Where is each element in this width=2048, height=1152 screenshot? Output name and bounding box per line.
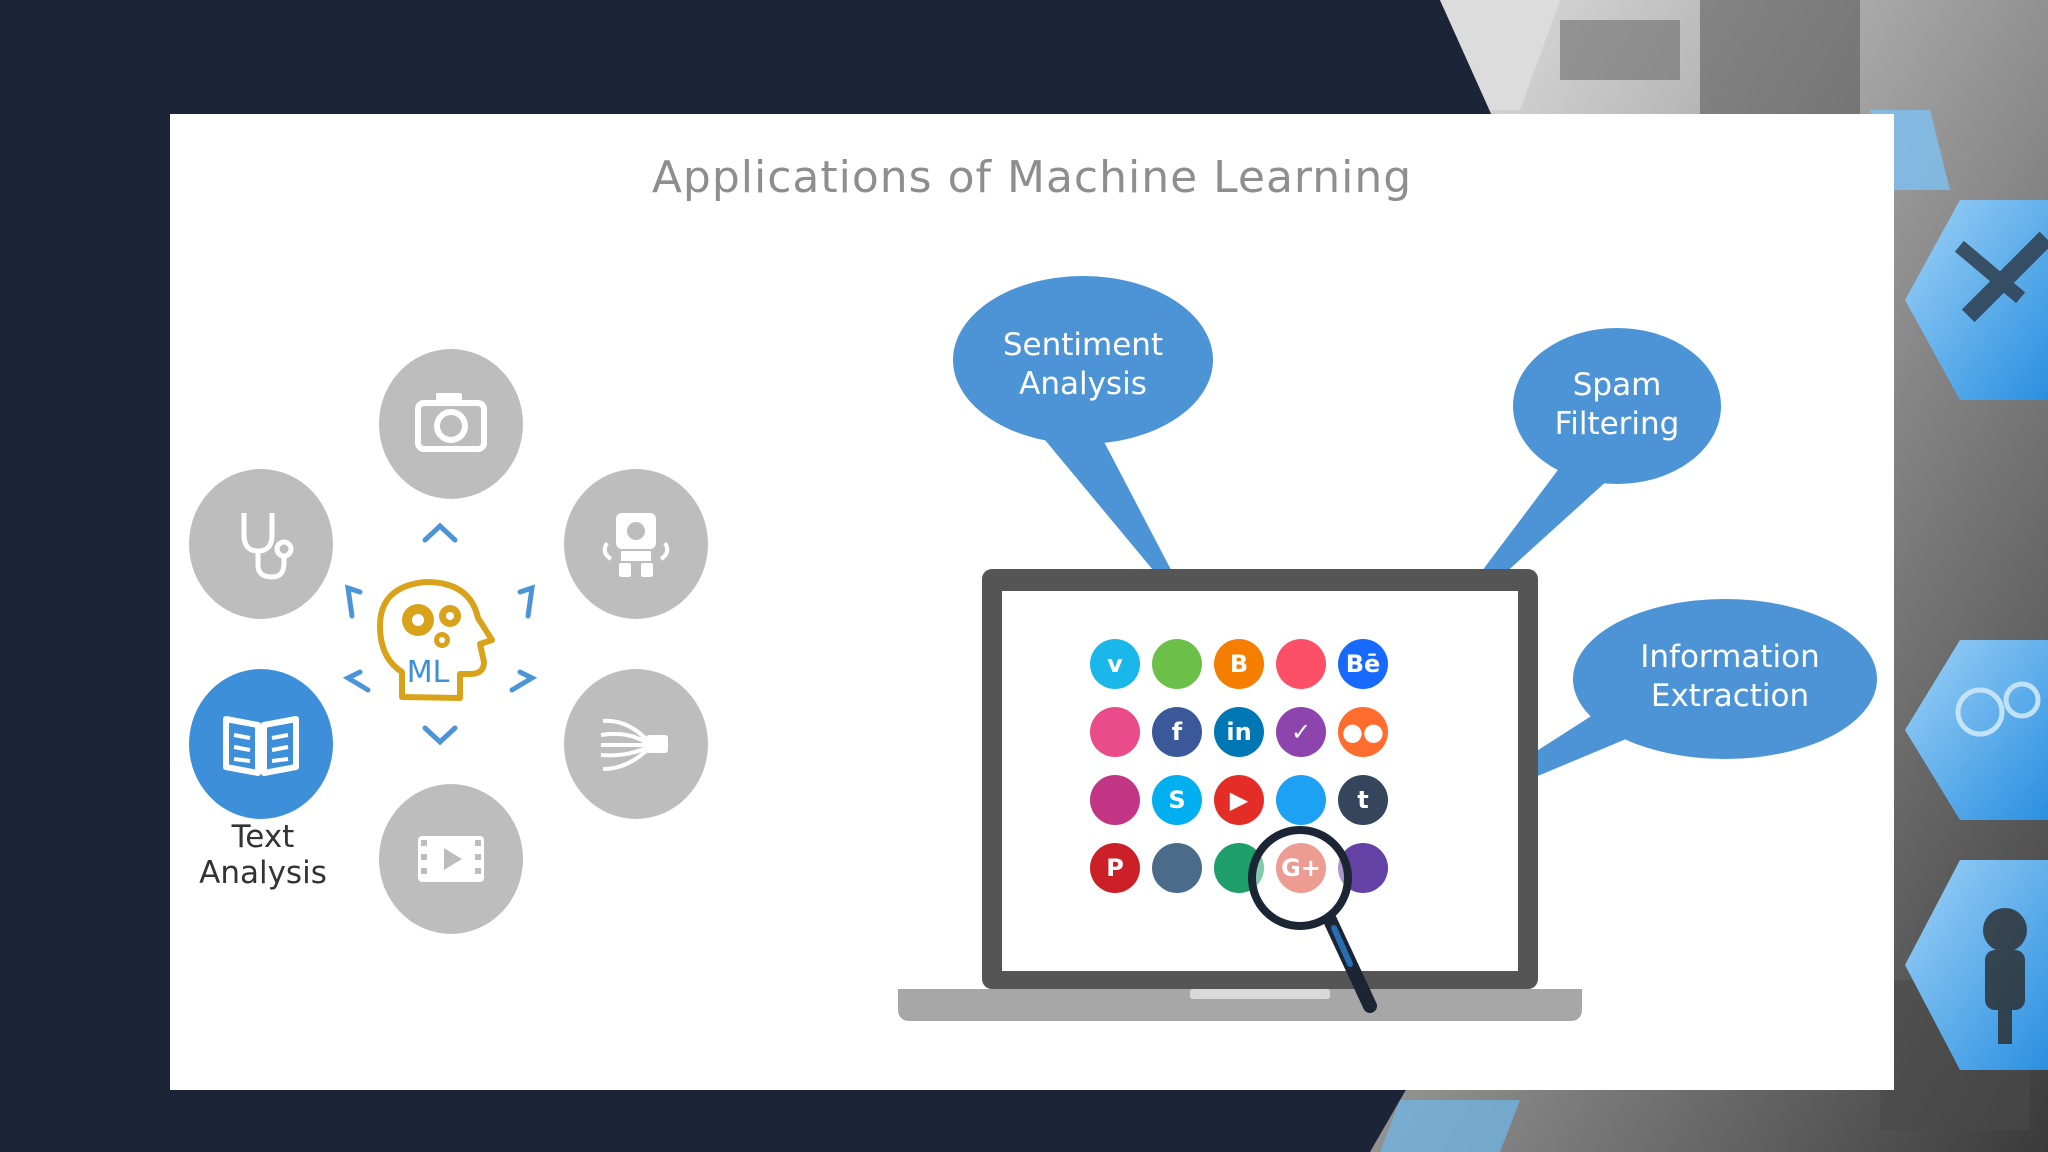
vimeo-icon: v	[1090, 639, 1140, 689]
slide-title: Applications of Machine Learning	[651, 152, 1413, 203]
facebook-icon: f	[1152, 707, 1202, 757]
text-analysis-circle	[189, 669, 333, 819]
info-bubble	[1573, 599, 1877, 759]
blogger-icon: B	[1214, 639, 1264, 689]
text-analysis-label: Text Analysis	[199, 819, 327, 891]
book-icon	[223, 716, 299, 776]
robot-silhouette-icon	[1983, 908, 2027, 1044]
video-icon	[418, 836, 484, 882]
video-circle	[379, 784, 523, 934]
tinder-icon	[1276, 639, 1326, 689]
spam-text: Spam Filtering	[1554, 367, 1680, 442]
check-icon: ✓	[1276, 707, 1326, 757]
fiber-optic-icon	[600, 718, 668, 771]
skype-icon: S	[1152, 775, 1202, 825]
tumblr-icon: t	[1338, 775, 1388, 825]
flickr-icon: ●●	[1338, 707, 1388, 757]
rss-icon	[1152, 639, 1202, 689]
magnifier-icon	[1248, 826, 1377, 1013]
linkedin-icon: in	[1214, 707, 1264, 757]
pinterest-icon: P	[1090, 843, 1140, 893]
google-plus-icon: G+	[1276, 843, 1326, 893]
robot-icon	[602, 513, 670, 577]
bracket-arrows	[342, 522, 538, 746]
ml-label: ML	[407, 655, 450, 690]
head-gears-icon	[377, 579, 495, 701]
behance-icon: Bē	[1338, 639, 1388, 689]
instagram-icon	[1090, 775, 1140, 825]
stethoscope-circle	[189, 469, 333, 619]
youtube-icon: ▶	[1214, 775, 1264, 825]
twitter-icon	[1276, 775, 1326, 825]
dribbble-icon	[1090, 707, 1140, 757]
info-text: Information Extraction	[1640, 639, 1820, 714]
sentiment-text: Sentiment Analysis	[1002, 327, 1164, 402]
social-icon-grid: v B Bē fin✓●● S▶ tP G+	[1090, 639, 1410, 939]
spam-bubble	[1513, 328, 1721, 484]
camera-circle	[379, 349, 523, 499]
fiber-optic-circle	[564, 669, 708, 819]
robot-circle	[564, 469, 708, 619]
stethoscope-icon	[241, 513, 294, 580]
gear-deco-icon	[1955, 681, 2041, 737]
camera-icon	[415, 393, 487, 452]
slide-card: Applications of Machine Learning	[170, 114, 1894, 1090]
camera-app-icon	[1152, 843, 1202, 893]
laptop-base	[898, 989, 1582, 1021]
sentiment-bubble	[953, 276, 1213, 444]
ml-hub: ML	[342, 522, 538, 746]
wrench-icon	[1954, 231, 2048, 323]
